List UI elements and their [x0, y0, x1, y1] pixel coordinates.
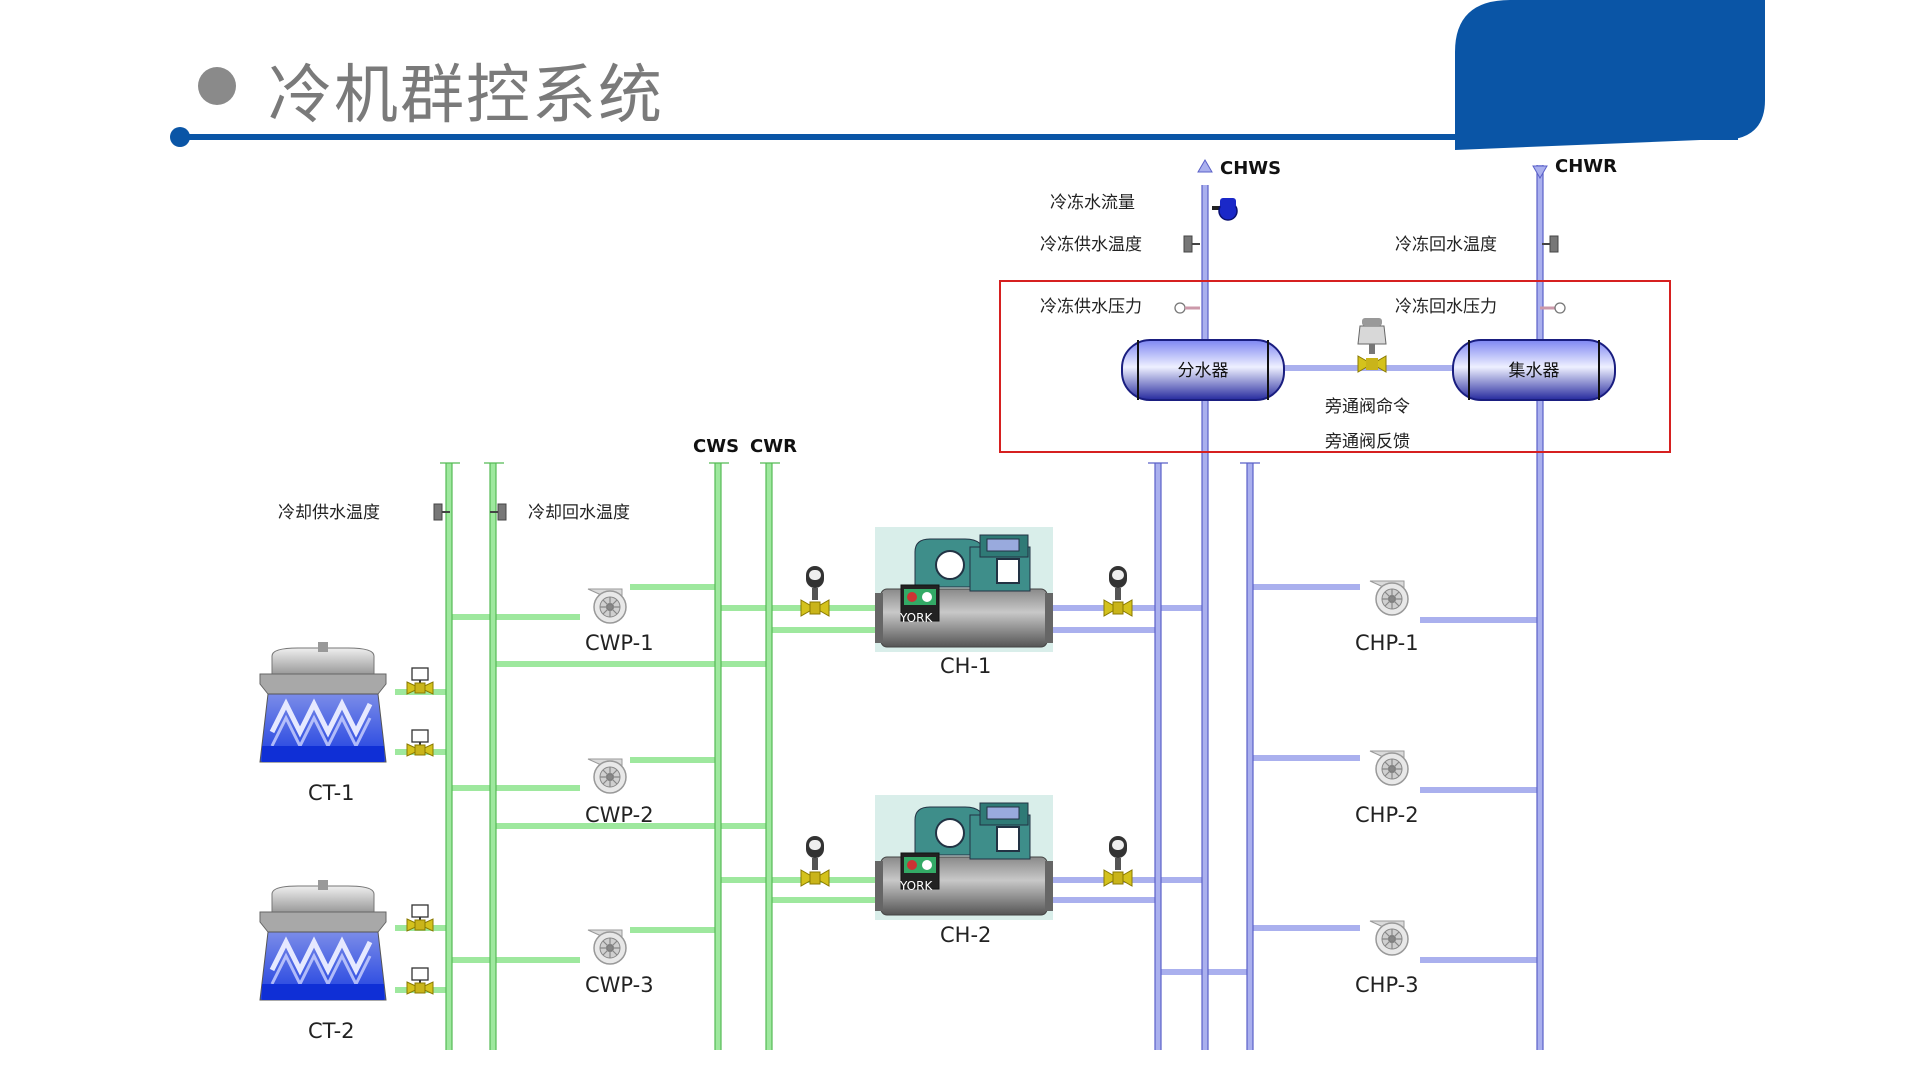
- sensor-label: 冷冻回水温度: [1395, 235, 1497, 255]
- tower-valve-icon[interactable]: [406, 904, 434, 932]
- header-bar: [170, 0, 1765, 150]
- cooling-tower-label: CT-2: [308, 1019, 355, 1043]
- chiller-ch-2[interactable]: [874, 794, 1054, 921]
- cooling-tower-ct-2: [260, 880, 386, 1000]
- sensor-label: 冷冻回水压力: [1395, 297, 1497, 317]
- pump-label: CWP-3: [585, 973, 654, 997]
- evaporator-valve-icon[interactable]: [1103, 835, 1133, 887]
- page-title: 冷机群控系统: [268, 59, 664, 133]
- pump-icon[interactable]: [1369, 580, 1409, 616]
- header-rule-dot: [170, 127, 190, 147]
- flow-meter-icon: [1212, 198, 1238, 221]
- tower-valve-icon[interactable]: [406, 729, 434, 757]
- pressure-gauge-icon: [1540, 302, 1566, 314]
- header-rule: [178, 134, 1738, 140]
- temperature-sensor-icon: [1541, 235, 1559, 253]
- cooling-water-pipes: [395, 462, 878, 1050]
- chiller-brand: YORK: [899, 879, 933, 893]
- pump-label: CWP-1: [585, 631, 654, 655]
- header-tab: [1455, 0, 1765, 150]
- chilled-water-pipes: [1053, 159, 1548, 1050]
- highlight-box: [999, 280, 1671, 453]
- tower-valve-icon[interactable]: [406, 667, 434, 695]
- chiller-label: CH-2: [940, 923, 991, 947]
- chiller-ch-1[interactable]: [874, 526, 1054, 653]
- supply-header-vessel[interactable]: [1121, 339, 1285, 401]
- tower-valve-icon[interactable]: [406, 967, 434, 995]
- return-header-vessel[interactable]: [1452, 339, 1616, 401]
- evaporator-valve-icon[interactable]: [1103, 565, 1133, 617]
- pump-icon[interactable]: [1369, 750, 1409, 786]
- supply-header-label: 分水器: [1178, 361, 1229, 381]
- title-bullet-icon: [198, 67, 236, 105]
- sensor-label: 旁通阀命令: [1325, 397, 1410, 417]
- condenser-valve-icon[interactable]: [800, 565, 830, 617]
- pump-label: CHP-1: [1355, 631, 1419, 655]
- pump-label: CHP-2: [1355, 803, 1419, 827]
- pump-label: CHP-3: [1355, 973, 1419, 997]
- sensor-label: 冷冻水流量: [1050, 193, 1135, 213]
- chws-label: CHWS: [1220, 158, 1281, 179]
- chiller-brand: YORK: [899, 611, 933, 625]
- sensor-label: 冷却回水温度: [528, 503, 630, 523]
- return-header-label: 集水器: [1509, 361, 1560, 381]
- sensor-label: 旁通阀反馈: [1325, 432, 1410, 452]
- bypass-valve-icon[interactable]: [1357, 318, 1387, 373]
- pump-icon[interactable]: [587, 588, 627, 624]
- pump-icon[interactable]: [587, 758, 627, 794]
- pump-icon[interactable]: [1369, 920, 1409, 956]
- sensor-label: 冷却供水温度: [278, 503, 380, 523]
- cwr-label: CWR: [750, 436, 797, 457]
- pump-icon[interactable]: [587, 929, 627, 965]
- cooling-tower-label: CT-1: [308, 781, 355, 805]
- condenser-valve-icon[interactable]: [800, 835, 830, 887]
- temperature-sensor-icon: [1183, 235, 1201, 253]
- sensor-label: 冷冻供水温度: [1040, 235, 1142, 255]
- cooling-tower-ct-1: [260, 642, 386, 762]
- sensor-label: 冷冻供水压力: [1040, 297, 1142, 317]
- cws-label: CWS: [693, 436, 739, 457]
- chwr-label: CHWR: [1555, 156, 1617, 177]
- pump-label: CWP-2: [585, 803, 654, 827]
- pressure-gauge-icon: [1174, 302, 1200, 314]
- chiller-label: CH-1: [940, 654, 991, 678]
